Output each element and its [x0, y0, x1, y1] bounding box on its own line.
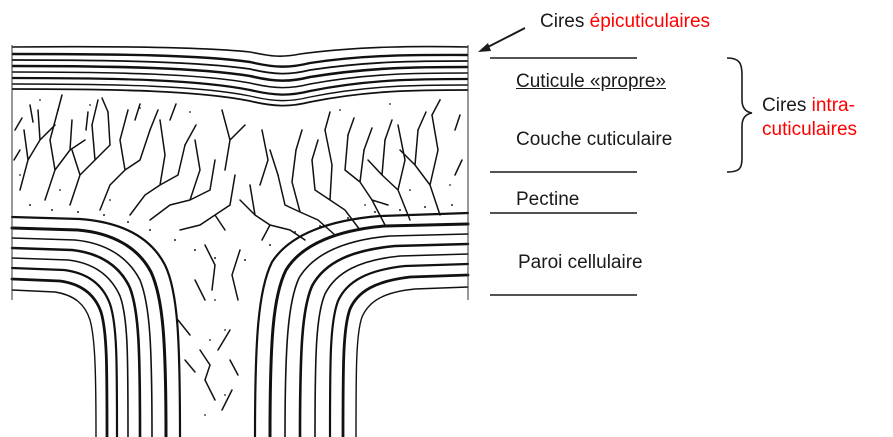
intracuticular-brace [727, 58, 752, 172]
cell-wall-label: Paroi cellulaire [518, 252, 643, 274]
cell-wall-right [255, 213, 468, 437]
cuticle-proper-band [12, 54, 468, 106]
intracuticular-colored-1: intra- [812, 95, 855, 116]
intracuticular-label: Cires intra- cuticulaires [762, 94, 857, 142]
epicuticular-arrowhead-icon [478, 43, 491, 52]
cuticular-layer-label: Couche cuticulaire [516, 129, 672, 151]
cuticle-drawing [12, 45, 468, 437]
cell-wall-left [12, 217, 180, 437]
epicuticular-colored: épicuticulaires [590, 11, 710, 32]
pectin-label: Pectine [516, 189, 579, 211]
epicuticular-label: Cires épicuticulaires [540, 11, 710, 33]
intracuticular-colored-2: cuticulaires [762, 119, 857, 140]
epicuticular-word: Cires [540, 11, 584, 32]
cuticle-proper-label: Cuticule «propre» [516, 71, 666, 93]
intracuticular-word: Cires [762, 95, 806, 116]
